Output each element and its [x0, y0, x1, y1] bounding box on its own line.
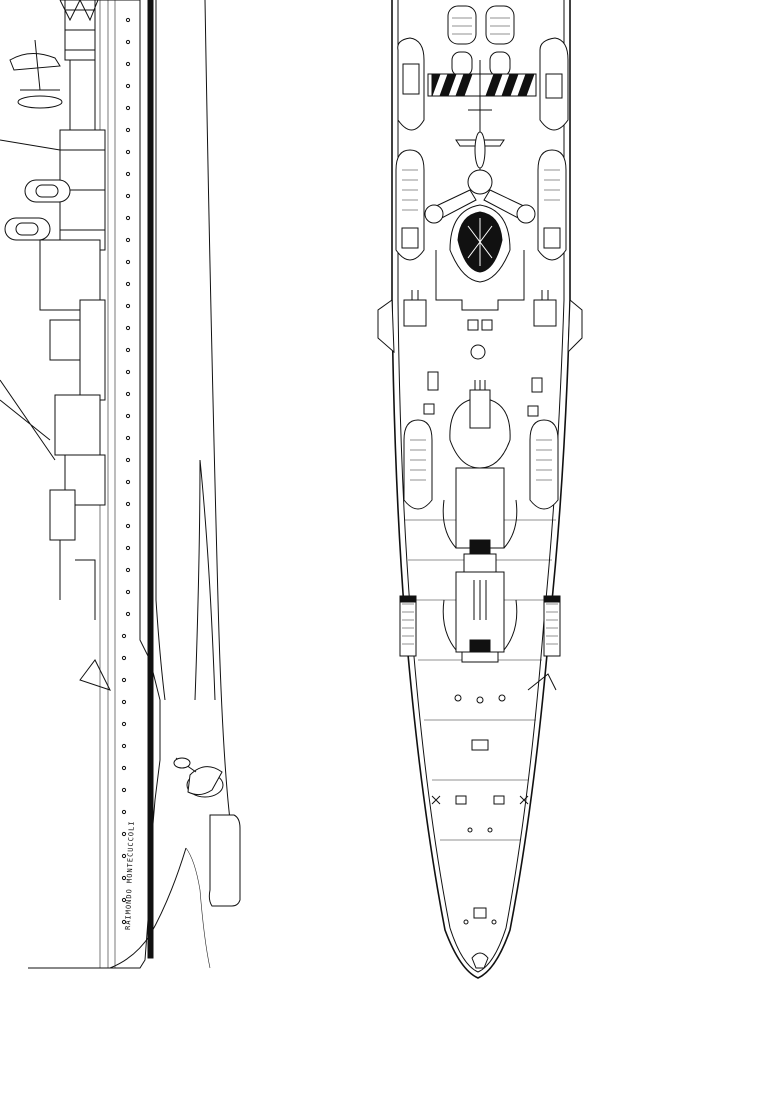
porthole [125, 303, 131, 309]
porthole [125, 413, 131, 419]
side-hull-outline [28, 0, 161, 969]
side-lifeboats [4, 179, 71, 241]
starboard-sponson [567, 298, 583, 354]
mid-side-sponsons [399, 595, 561, 691]
porthole [125, 171, 131, 177]
porthole [125, 193, 131, 199]
porthole [125, 523, 131, 529]
shaft-bracket [194, 459, 216, 701]
porthole [121, 633, 127, 639]
porthole [125, 83, 131, 89]
porthole [125, 149, 131, 155]
porthole [121, 875, 127, 881]
top-plan-view [377, 0, 583, 979]
aft-boats [397, 37, 569, 131]
porthole [125, 325, 131, 331]
side-profile-view: RAIMONDO MONTECUCCOLI [0, 0, 241, 969]
mid-boats [395, 149, 567, 261]
porthole [125, 105, 131, 111]
porthole-column [121, 17, 131, 925]
porthole [121, 919, 127, 925]
forward-turret [442, 571, 518, 663]
porthole [125, 259, 131, 265]
porthole [121, 809, 127, 815]
porthole [125, 435, 131, 441]
porthole [121, 743, 127, 749]
plan-hull-outline [391, 0, 571, 979]
porthole [121, 677, 127, 683]
bow-fittings [431, 694, 529, 969]
side-superstructure [0, 0, 111, 691]
porthole [125, 391, 131, 397]
secondary-guns [403, 290, 557, 327]
porthole [125, 237, 131, 243]
porthole [121, 853, 127, 859]
porthole [125, 61, 131, 67]
keel-line [204, 0, 241, 901]
side-seaplane [9, 39, 63, 109]
porthole [125, 611, 131, 617]
underwater-hull [155, 0, 166, 701]
porthole [121, 897, 127, 903]
rudder [208, 814, 241, 907]
porthole [125, 281, 131, 287]
forward-superfiring-turret [442, 467, 518, 573]
porthole [121, 699, 127, 705]
porthole [125, 457, 131, 463]
porthole [125, 17, 131, 23]
porthole [125, 501, 131, 507]
porthole [125, 369, 131, 375]
waterline-band [147, 0, 154, 959]
porthole [121, 831, 127, 837]
aft-director [449, 204, 511, 283]
porthole [121, 787, 127, 793]
porthole [125, 39, 131, 45]
deck-fittings [423, 319, 543, 417]
porthole [125, 589, 131, 595]
porthole [121, 765, 127, 771]
crane-hub [424, 169, 536, 224]
stern-hatches [447, 5, 515, 77]
plan-seaplane [455, 60, 505, 190]
catapult-hazard-stripes [427, 73, 537, 97]
propeller-side [173, 757, 224, 798]
porthole [125, 479, 131, 485]
aft-turret-upper [449, 380, 511, 469]
porthole [125, 567, 131, 573]
forward-mid-boats [403, 419, 559, 510]
porthole [125, 347, 131, 353]
porthole [121, 655, 127, 661]
porthole [125, 127, 131, 133]
hull-name-lettering: RAIMONDO MONTECUCCOLI [124, 820, 136, 930]
porthole [125, 545, 131, 551]
porthole [121, 721, 127, 727]
porthole [125, 215, 131, 221]
stern-curve [109, 847, 187, 969]
port-sponson [377, 299, 395, 354]
